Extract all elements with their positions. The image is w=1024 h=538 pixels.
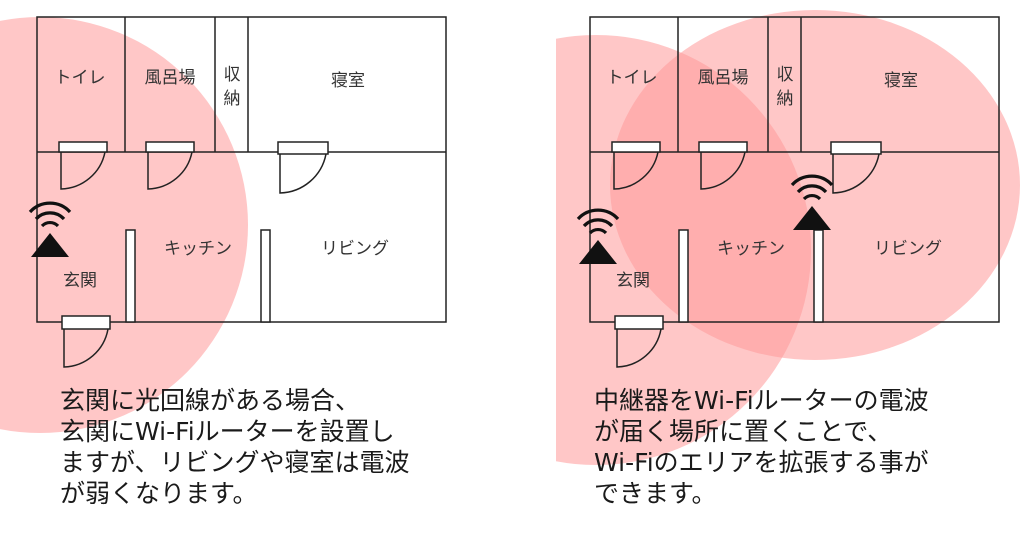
right-caption-line: Wi-Fiのエリアを拡張する事が bbox=[594, 448, 929, 477]
left-room-bath: 風呂場 bbox=[145, 68, 196, 88]
right-caption-line: が届く場所に置くことで、 bbox=[594, 417, 893, 446]
right-room-toilet: トイレ bbox=[607, 68, 658, 88]
right-room-living: リビング bbox=[874, 239, 942, 259]
right-room-kitchen: キッチン bbox=[717, 239, 785, 259]
right-plan: トイレ 風呂場 収 納 寝室 キッチン リビング 玄関 bbox=[556, 10, 1020, 465]
left-room-bedroom: 寝室 bbox=[331, 70, 365, 91]
right-caption-line: できます。 bbox=[594, 479, 717, 508]
right-room-storage-line1: 収 bbox=[777, 65, 794, 85]
left-caption-line: 玄関にWi-Fiルーターを設置し bbox=[60, 417, 395, 446]
left-room-entrance: 玄関 bbox=[63, 271, 97, 291]
right-caption-line: 中継器をWi-Fiルーターの電波 bbox=[594, 386, 929, 415]
left-room-storage-line2: 納 bbox=[224, 89, 241, 109]
left-caption-line: が弱くなります。 bbox=[60, 479, 258, 508]
left-room-toilet: トイレ bbox=[55, 68, 106, 88]
right-room-bedroom: 寝室 bbox=[884, 70, 918, 91]
right-room-entrance: 玄関 bbox=[616, 271, 650, 291]
left-plan: トイレ 風呂場 収 納 寝室 キッチン リビング 玄関 bbox=[0, 16, 447, 433]
left-room-storage-line1: 収 bbox=[224, 65, 241, 85]
left-caption-line: 玄関に光回線がある場合、 bbox=[60, 386, 361, 415]
left-room-living: リビング bbox=[321, 239, 389, 259]
right-room-storage-line2: 納 bbox=[777, 89, 794, 109]
right-room-bath: 風呂場 bbox=[698, 68, 749, 88]
left-caption: 玄関に光回線がある場合、 玄関にWi-Fiルーターを設置し ますが、リビングや寝… bbox=[60, 385, 410, 509]
left-room-kitchen: キッチン bbox=[164, 239, 232, 259]
right-caption: 中継器をWi-Fiルーターの電波 が届く場所に置くことで、 Wi-Fiのエリアを… bbox=[594, 385, 929, 509]
left-caption-line: ますが、リビングや寝室は電波 bbox=[60, 448, 410, 477]
